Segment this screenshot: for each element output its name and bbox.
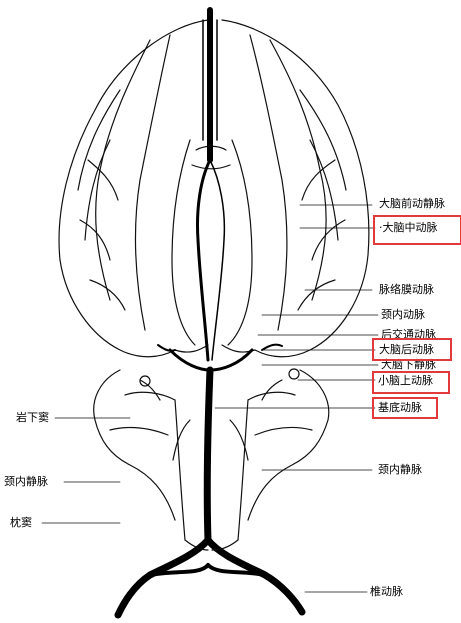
highlight-posterior-cerebral [372, 338, 452, 361]
label-internal-carotid: 颈内动脉 [381, 308, 425, 321]
left-hemisphere-outline [59, 20, 208, 357]
label-subpetrosal: 岩下窦 [16, 411, 49, 424]
label-internal-jugular: 颈内静脉 [378, 463, 422, 476]
label-internal-jugular-vein: 颈内静脉 [4, 475, 48, 488]
label-choroid: 脉络膜动脉 [379, 283, 434, 296]
basilar-artery [207, 370, 210, 540]
highlight-superior-cerebellar [372, 371, 450, 394]
label-vertebral: 椎动脉 [370, 585, 403, 598]
right-hemisphere-outline [222, 20, 369, 357]
highlight-basilar [372, 397, 438, 419]
label-sigmoid-sinus: 枕窦 [10, 516, 32, 529]
label-anterior-cerebral: 大脑前动静脉 [379, 197, 445, 210]
highlight-middle-cerebral [373, 215, 461, 245]
